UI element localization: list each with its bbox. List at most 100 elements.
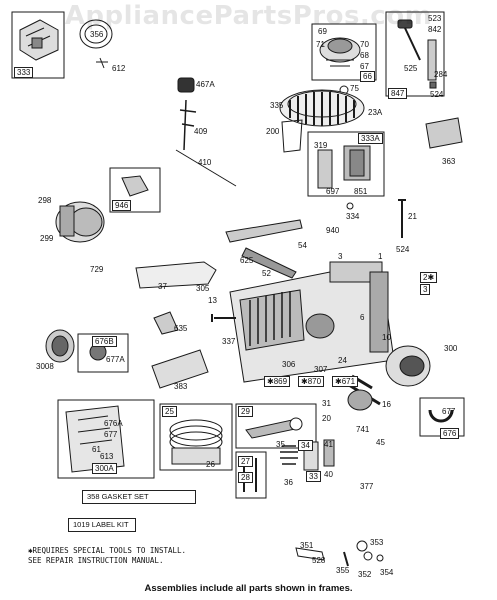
breather-part bbox=[177, 77, 195, 93]
guard-940 bbox=[225, 219, 303, 243]
callout-2: 2✱ bbox=[420, 272, 438, 283]
callout-467A: 467A bbox=[196, 80, 215, 89]
callout-67: 67 bbox=[360, 62, 369, 71]
callout-842: 842 bbox=[428, 25, 442, 34]
assemblies-caption: Assemblies include all parts shown in fr… bbox=[144, 583, 353, 594]
callout-333: 333 bbox=[14, 67, 34, 78]
callout-677-left: 677 bbox=[104, 430, 118, 439]
part-351 bbox=[295, 547, 325, 561]
callout-37: 37 bbox=[158, 282, 167, 291]
callout-625: 625 bbox=[240, 256, 254, 265]
callout-307: 307 bbox=[314, 365, 328, 374]
callout-54: 54 bbox=[298, 241, 307, 250]
callout-3: 3 bbox=[338, 252, 343, 261]
callout-676A: 676A bbox=[104, 419, 123, 428]
callout-300: 300 bbox=[444, 344, 458, 353]
callout-353: 353 bbox=[370, 538, 384, 547]
callout-13: 13 bbox=[208, 296, 217, 305]
bolt-21 bbox=[398, 199, 406, 238]
callout-946: 946 bbox=[112, 200, 132, 211]
callout-71: 71 bbox=[316, 40, 325, 49]
bracket-363 bbox=[425, 117, 463, 149]
callout-299: 299 bbox=[40, 234, 54, 243]
choke-frame bbox=[109, 167, 161, 213]
special-tools-note: ✱REQUIRES SPECIAL TOOLS TO INSTALL. bbox=[28, 546, 187, 555]
callout-847: 847 bbox=[388, 88, 408, 99]
washer-353 bbox=[356, 540, 368, 552]
callout-36: 36 bbox=[284, 478, 293, 487]
callout-337: 337 bbox=[222, 337, 236, 346]
governor-link bbox=[179, 99, 197, 151]
callout-940: 940 bbox=[326, 226, 340, 235]
callout-200: 200 bbox=[266, 127, 280, 136]
callout-52: 52 bbox=[262, 269, 271, 278]
callout-319: 319 bbox=[314, 141, 328, 150]
repair-manual-note: SEE REPAIR INSTRUCTION MANUAL. bbox=[28, 556, 164, 565]
callout-306: 306 bbox=[282, 360, 296, 369]
callout-351: 351 bbox=[300, 541, 314, 550]
callout-410: 410 bbox=[198, 158, 212, 167]
callout-523: 523 bbox=[428, 14, 442, 23]
bracket-200 bbox=[281, 119, 303, 153]
callout-383: 383 bbox=[174, 382, 188, 391]
plug-337 bbox=[211, 314, 236, 322]
muffler-guard-frame bbox=[77, 333, 129, 373]
callout-352: 352 bbox=[358, 570, 372, 579]
callout-363: 363 bbox=[442, 157, 456, 166]
starter-handle-frame bbox=[385, 11, 445, 97]
callout-525: 525 bbox=[404, 64, 418, 73]
callout-298: 298 bbox=[38, 196, 52, 205]
callout-23A: 23A bbox=[368, 108, 383, 117]
callout-6: 6 bbox=[360, 313, 365, 322]
callout-41: 41 bbox=[324, 440, 333, 449]
callout-40: 40 bbox=[324, 470, 333, 479]
washer-354 bbox=[376, 554, 384, 562]
flywheel-screen-ring bbox=[79, 19, 113, 49]
callout-20: 20 bbox=[322, 414, 331, 423]
cylinder-block bbox=[229, 261, 395, 383]
callout-676-right: 676 bbox=[440, 428, 460, 439]
callout-10: 10 bbox=[382, 333, 391, 342]
callout-528: 528 bbox=[312, 556, 326, 565]
piston-frame bbox=[159, 403, 233, 471]
screw-334 bbox=[346, 202, 354, 210]
flywheel-clutch-frame bbox=[311, 23, 377, 81]
screw-355 bbox=[343, 551, 349, 567]
callout-356: 356 bbox=[90, 30, 104, 39]
callout-68: 68 bbox=[360, 51, 369, 60]
callout-45: 45 bbox=[376, 438, 385, 447]
callout-354: 354 bbox=[380, 568, 394, 577]
callout-34: 34 bbox=[298, 440, 313, 451]
callout-31: 31 bbox=[322, 399, 331, 408]
callout-697: 697 bbox=[326, 187, 340, 196]
callout-27: 27 bbox=[238, 456, 253, 467]
armature-frame bbox=[307, 131, 385, 197]
callout-3008: 3008 bbox=[36, 362, 54, 371]
callout-29: 29 bbox=[238, 406, 253, 417]
cover-37 bbox=[135, 261, 217, 289]
callout-869: ✱869 bbox=[264, 376, 291, 387]
blower-housing-frame bbox=[57, 399, 155, 479]
callout-677A: 677A bbox=[106, 355, 125, 364]
callout-24: 24 bbox=[338, 356, 347, 365]
callout-26: 26 bbox=[206, 460, 215, 469]
tube-625 bbox=[241, 247, 297, 279]
callout-25: 25 bbox=[162, 406, 177, 417]
callout-524-top: 524 bbox=[430, 90, 444, 99]
callout-870: ✱870 bbox=[298, 376, 325, 387]
callout-66: 66 bbox=[360, 71, 375, 82]
flywheel bbox=[279, 89, 365, 127]
callout-671: ✱671 bbox=[332, 376, 359, 387]
callout-851: 851 bbox=[354, 187, 368, 196]
callout-612: 612 bbox=[112, 64, 126, 73]
control-bracket-assembly bbox=[11, 11, 65, 79]
washer-352 bbox=[363, 551, 373, 561]
callout-75: 75 bbox=[350, 84, 359, 93]
cover-300 bbox=[385, 345, 431, 387]
air-cleaner bbox=[55, 201, 105, 243]
callout-70: 70 bbox=[360, 40, 369, 49]
shield-383 bbox=[151, 349, 209, 389]
callout-741: 741 bbox=[356, 425, 370, 434]
